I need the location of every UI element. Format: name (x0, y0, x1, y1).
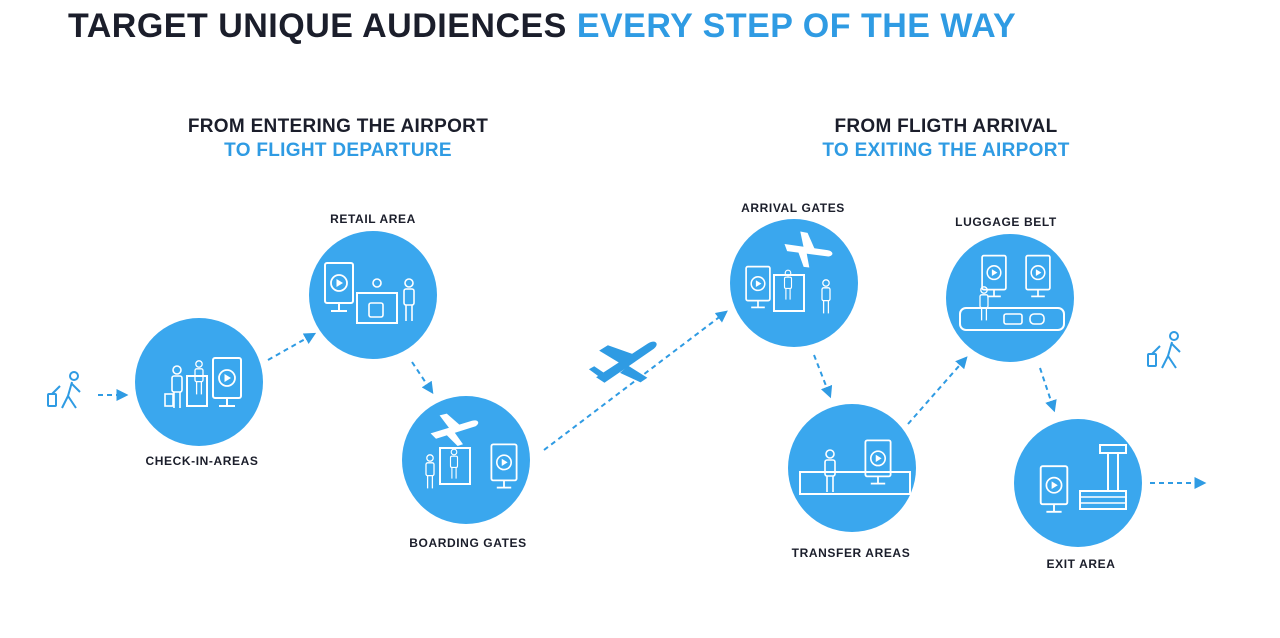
stage-label-exit: EXIT AREA (1046, 557, 1116, 571)
arrow-retail-boarding (411, 361, 434, 394)
arrow-boarding-arrival (543, 310, 728, 451)
stage-label-arrival-gates: ARRIVAL GATES (741, 201, 845, 215)
stage-label-luggage: LUGGAGE BELT (955, 215, 1057, 229)
airplane-icon (588, 341, 657, 383)
stage-label-transfer: TRANSFER AREAS (791, 546, 911, 560)
title-part-dark: TARGET UNIQUE AUDIENCES (68, 7, 567, 45)
title-part-blue: EVERY STEP OF THE WAY (576, 7, 1017, 45)
stage-boarding-circle (402, 396, 530, 524)
stage-label-boarding: BOARDING GATES (409, 536, 527, 550)
arrow-checkin-retail (267, 332, 317, 361)
stage-luggage-circle (946, 234, 1074, 362)
traveler-icon (1147, 331, 1181, 369)
departure-heading: FROM ENTERING THE AIRPORT TO FLIGHT DEPA… (168, 115, 508, 163)
stage-retail-circle (309, 231, 437, 359)
stage-label-retail: RETAIL AREA (330, 212, 416, 226)
stage-exit-circle (1014, 419, 1142, 547)
page-title: TARGET UNIQUE AUDIENCES EVERY STEP OF TH… (68, 6, 1016, 46)
stage-label-checkin: CHECK-IN-AREAS (145, 454, 259, 468)
arrow-luggage-exit (1039, 367, 1057, 413)
stage-arrival-gates-circle (730, 219, 858, 347)
arrival-heading-line1: FROM FLIGTH ARRIVAL (834, 116, 1058, 137)
connector-arrows (98, 310, 1207, 489)
departure-heading-line1: FROM ENTERING THE AIRPORT (187, 116, 489, 137)
arrow-arrival-transfer (813, 354, 833, 399)
stage-transfer-circle (788, 404, 916, 532)
arrival-heading: FROM FLIGTH ARRIVAL TO EXITING THE AIRPO… (776, 115, 1116, 163)
arrival-heading-line2: TO EXITING THE AIRPORT (822, 140, 1070, 161)
departure-heading-line2: TO FLIGHT DEPARTURE (224, 140, 452, 161)
stage-checkin-circle (135, 318, 263, 446)
traveler-icon (47, 371, 81, 409)
arrow-transfer-luggage (907, 356, 968, 425)
